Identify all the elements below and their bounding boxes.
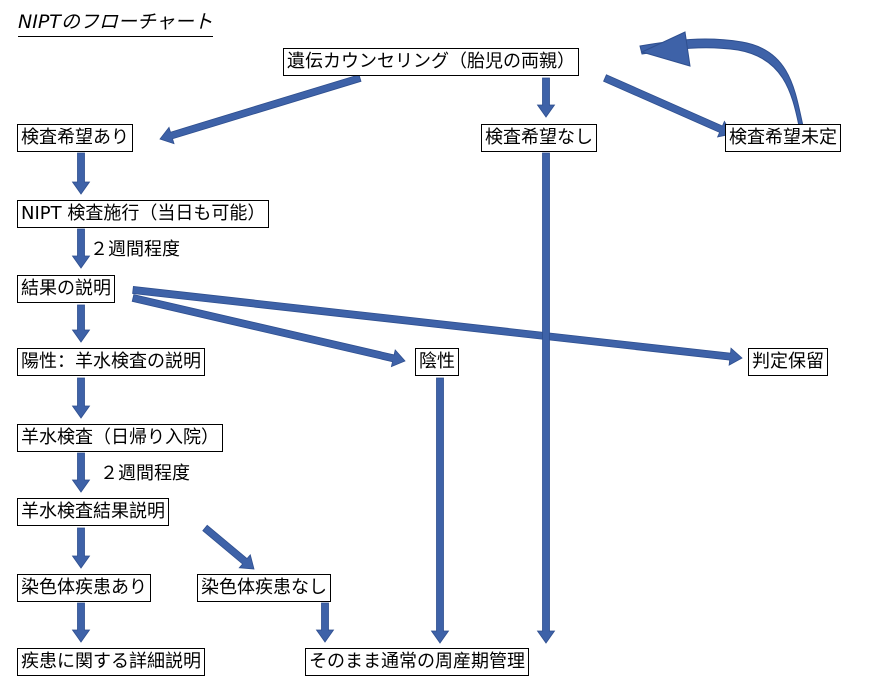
arrow-amnio-result-to-disease-yes <box>71 527 91 569</box>
page-title: NIPTのフローチャート <box>18 10 213 37</box>
arrow-amnio-to-result <box>71 452 91 493</box>
node-amniocentesis: 羊水検査（日帰り入院） <box>17 424 223 452</box>
arrow-nipt-to-result <box>71 228 91 269</box>
arrow-not-wanted-to-perinatal <box>536 152 556 644</box>
arrow-amnio-result-to-disease-no <box>202 524 255 570</box>
node-detailed-explanation: 疾患に関する詳細説明 <box>17 648 205 676</box>
arrow-negative-to-perinatal <box>430 377 450 644</box>
node-negative: 陰性 <box>415 348 459 376</box>
label-two-weeks-2: ２週間程度 <box>100 463 190 484</box>
arrow-counseling-to-undecided <box>603 74 733 138</box>
node-genetic-counseling: 遺伝カウンセリング（胎児の両親） <box>283 48 579 76</box>
node-amniocentesis-result: 羊水検査結果説明 <box>17 498 169 526</box>
node-result-explanation: 結果の説明 <box>17 275 115 303</box>
node-disease-absent: 染色体疾患なし <box>197 574 331 602</box>
arrow-disease-yes-to-detail <box>71 602 91 643</box>
arrow-counseling-to-not-wanted <box>536 77 556 118</box>
arrow-result-to-negative <box>131 294 406 368</box>
node-nipt-test: NIPT 検査施行（当日も可能） <box>17 200 270 228</box>
node-test-wanted: 検査希望あり <box>17 124 133 152</box>
arrow-disease-no-to-perinatal <box>315 602 335 643</box>
arrow-counseling-to-wanted <box>159 74 362 145</box>
node-test-undecided: 検査希望未定 <box>725 124 841 152</box>
arrow-undecided-loop-head <box>640 31 691 67</box>
arrow-wanted-to-nipt <box>71 152 91 195</box>
node-test-not-wanted: 検査希望なし <box>481 124 597 152</box>
label-two-weeks-1: ２週間程度 <box>90 239 180 260</box>
node-positive: 陽性：羊水検査の説明 <box>17 348 205 376</box>
node-normal-perinatal-care: そのまま通常の周産期管理 <box>305 648 529 676</box>
node-judgment-pending: 判定保留 <box>748 348 828 376</box>
arrow-positive-to-amnio <box>71 377 91 419</box>
arrow-result-to-positive <box>71 304 91 343</box>
arrow-result-to-hold <box>132 286 743 366</box>
node-disease-present: 染色体疾患あり <box>17 574 151 602</box>
